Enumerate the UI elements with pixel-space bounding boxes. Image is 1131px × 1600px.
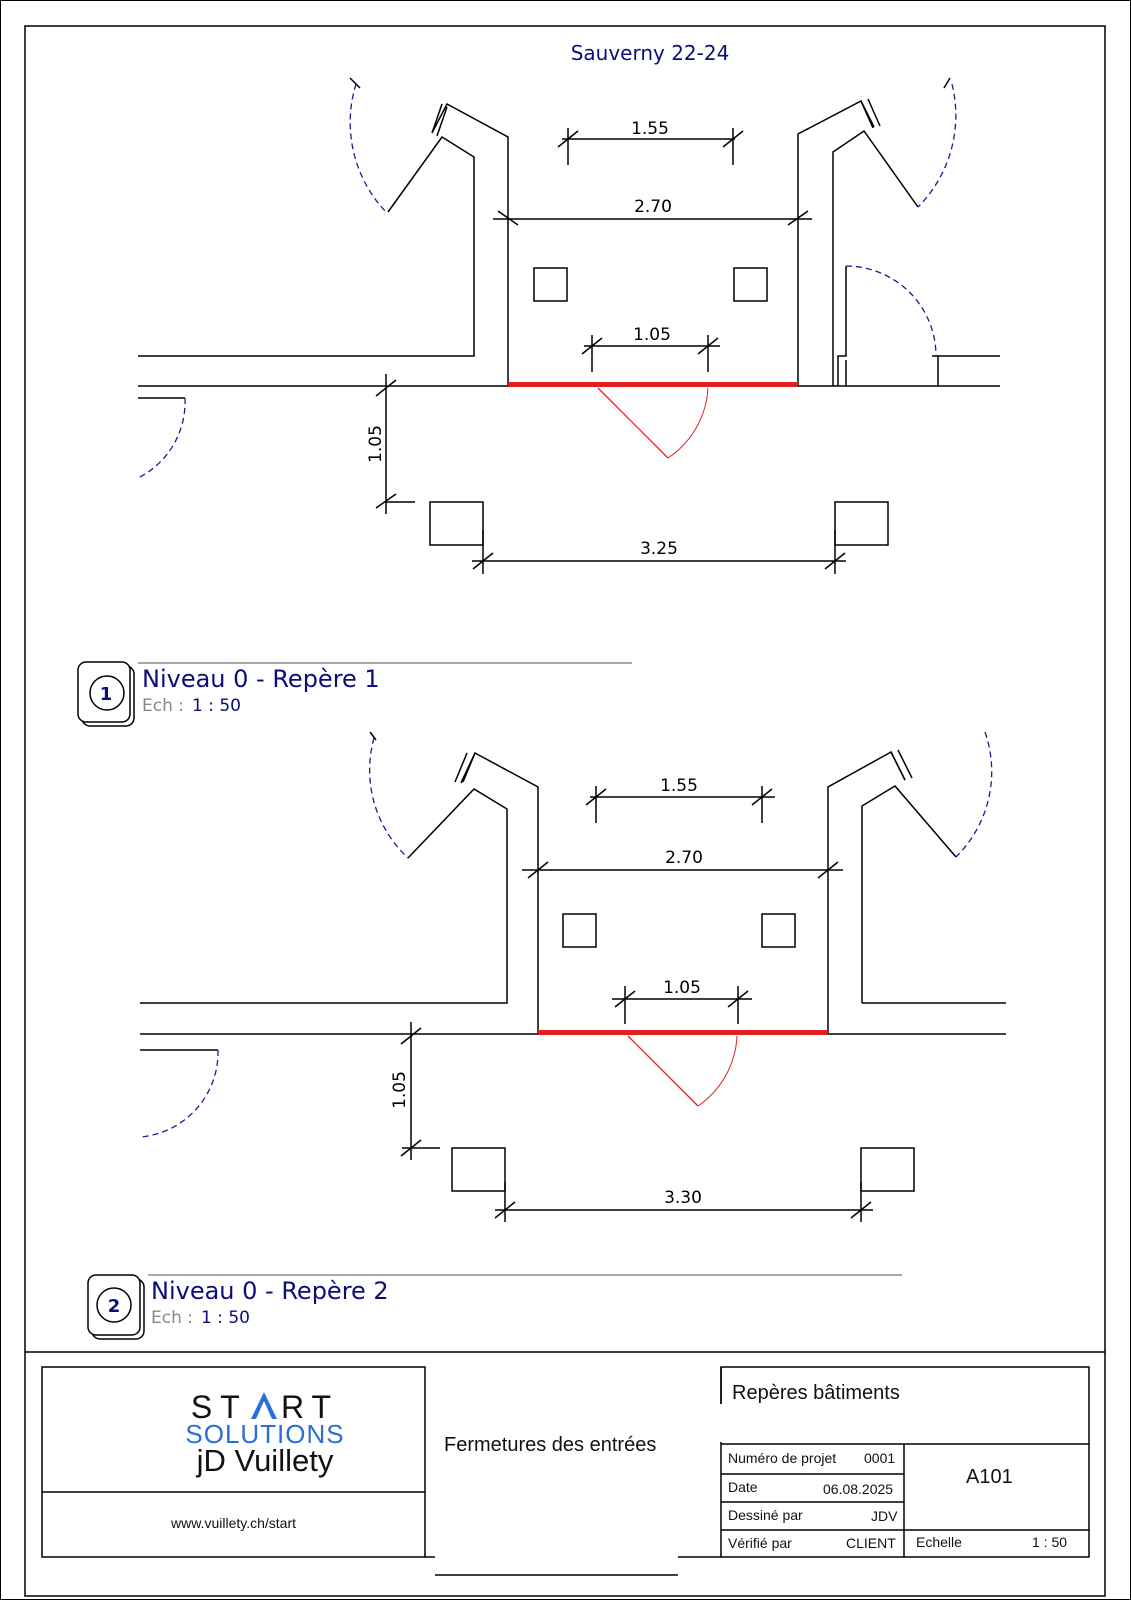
logo-solutions-text: SOLUTIONS bbox=[185, 1419, 345, 1449]
dimension-label: 1.55 bbox=[631, 119, 669, 139]
website-link[interactable]: www.vuillety.ch/start bbox=[171, 1515, 296, 1531]
date-label: Date bbox=[728, 1479, 758, 1495]
scale-value: 1 : 50 bbox=[201, 1308, 250, 1328]
dimension-label: 3.30 bbox=[664, 1188, 702, 1208]
gate-threshold-1 bbox=[508, 382, 798, 459]
dimension-label: 1.05 bbox=[663, 978, 701, 998]
checked-by-label: Vérifié par bbox=[728, 1535, 792, 1551]
plan-view-2 bbox=[140, 749, 1006, 1192]
view-scale-2: Ech : 1 : 50 bbox=[151, 1308, 250, 1328]
view-number: 2 bbox=[108, 1296, 121, 1317]
bollard-2b bbox=[860, 1147, 915, 1192]
view-number-badge-1: 1 bbox=[77, 661, 135, 727]
bollard-1a bbox=[429, 501, 484, 546]
view-title-2: Niveau 0 - Repère 2 bbox=[151, 1277, 389, 1305]
checked-by: CLIENT bbox=[846, 1535, 896, 1551]
view-title-1: Niveau 0 - Repère 1 bbox=[142, 665, 380, 693]
project-number-label: Numéro de projet bbox=[728, 1450, 837, 1466]
dimension-label: 2.70 bbox=[634, 197, 672, 217]
dimension-label: 1.05 bbox=[390, 1071, 410, 1109]
logo-a-icon bbox=[251, 1392, 277, 1419]
logo-name-text: jD Vuillety bbox=[196, 1443, 334, 1478]
sheet-inner-border bbox=[24, 25, 1106, 1597]
dimension-label: 1.55 bbox=[660, 776, 698, 796]
plan-view-1 bbox=[138, 98, 1000, 546]
pillar-2b bbox=[761, 913, 796, 948]
wall-left-1 bbox=[138, 135, 475, 357]
scale-title-value: 1 : 50 bbox=[1032, 1534, 1068, 1550]
pillar-1a bbox=[533, 267, 568, 302]
pillar-1b bbox=[733, 267, 768, 302]
dimension-label: 3.25 bbox=[640, 539, 678, 559]
dimension-label: 1.05 bbox=[366, 425, 386, 463]
dimension-lines-2 bbox=[400, 786, 873, 1222]
company-logo: ST RT SOLUTIONS jD Vuillety bbox=[100, 1389, 430, 1478]
drawn-by: JDV bbox=[871, 1508, 898, 1524]
wall-left-inner-1 bbox=[431, 102, 509, 386]
date-value: 06.08.2025 bbox=[823, 1481, 894, 1497]
logo-start-text: ST RT bbox=[190, 1389, 340, 1425]
wall-right-1 bbox=[797, 99, 875, 386]
pillar-2a bbox=[562, 913, 597, 948]
drawn-by-label: Dessiné par bbox=[728, 1507, 803, 1523]
dimension-lines-1 bbox=[375, 128, 846, 574]
dimension-label: 2.70 bbox=[665, 848, 703, 868]
view-number: 1 bbox=[100, 684, 113, 705]
drawing-subject: Fermetures des entrées bbox=[444, 1434, 657, 1456]
view-number-badge-2: 2 bbox=[87, 1274, 145, 1340]
gate-threshold-2 bbox=[538, 1030, 828, 1107]
bollard-1b bbox=[834, 501, 889, 546]
wall-right-2 bbox=[827, 750, 906, 1034]
dimension-label: 1.05 bbox=[633, 325, 671, 345]
bollard-2a bbox=[451, 1147, 506, 1192]
door-swings-1 bbox=[137, 83, 957, 479]
wall-left-2 bbox=[140, 788, 508, 1004]
sheet-number: A101 bbox=[966, 1466, 1013, 1488]
project-title: Sauverny 22-24 bbox=[571, 41, 730, 65]
scale-label: Ech : bbox=[151, 1308, 193, 1328]
project-number: 0001 bbox=[864, 1450, 896, 1466]
scale-label: Ech : bbox=[142, 696, 184, 716]
view-scale-1: Ech : 1 : 50 bbox=[142, 696, 241, 716]
title-block bbox=[25, 1351, 1105, 1576]
scale-value: 1 : 50 bbox=[192, 696, 241, 716]
scale-title-label: Echelle bbox=[916, 1534, 962, 1550]
sheet-name: Repères bâtiments bbox=[732, 1382, 900, 1404]
door-swings-2 bbox=[139, 731, 993, 1138]
